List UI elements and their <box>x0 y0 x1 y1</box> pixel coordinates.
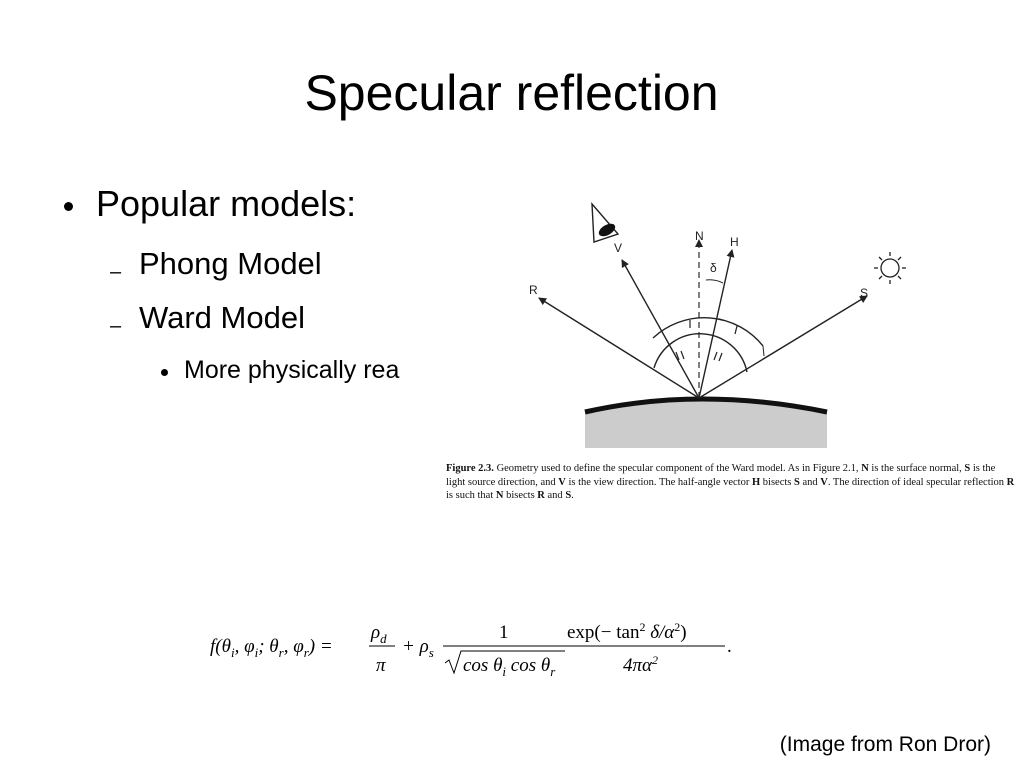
bullet-dot <box>64 202 73 211</box>
svg-text:exp(− tan2 δ/α2): exp(− tan2 δ/α2) <box>567 620 687 643</box>
label-r: R <box>529 283 538 297</box>
image-credit: (Image from Ron Dror) <box>779 733 991 756</box>
label-v: V <box>614 241 622 255</box>
ward-brdf-formula: f(θi, φi; θr, φr) = ρd π + ρs 1 cos θi c… <box>205 605 750 685</box>
svg-text:cos θi cos θr: cos θi cos θr <box>463 655 556 679</box>
svg-text:1: 1 <box>499 622 509 643</box>
label-h: H <box>730 235 739 249</box>
ward-model-figure: N H V R S δ Figure 2.3. Geometry used to… <box>432 190 1023 520</box>
sub-bullet-ward: Ward Model <box>139 300 305 335</box>
svg-text:π: π <box>376 655 386 676</box>
sub-bullet-phong: Phong Model <box>139 246 322 281</box>
reflection-diagram: N H V R S δ <box>529 202 906 448</box>
angle-arc-outer-right <box>762 345 765 357</box>
delta-arc <box>705 279 724 284</box>
bullet-dot <box>161 369 168 376</box>
sun-icon <box>874 252 906 284</box>
surface-shape <box>585 399 827 448</box>
dash-icon: – <box>110 315 122 337</box>
label-delta: δ <box>710 261 717 275</box>
eye-icon <box>591 202 620 243</box>
svg-text:.: . <box>727 636 732 657</box>
svg-text:ρd: ρd <box>370 622 387 646</box>
svg-text:4πα2: 4πα2 <box>623 653 658 676</box>
half-vector <box>698 249 735 399</box>
figure-caption: Figure 2.3. Geometry used to define the … <box>446 463 1015 501</box>
label-s: S <box>860 286 868 300</box>
label-n: N <box>695 229 704 243</box>
view-vector <box>621 259 700 399</box>
svg-text:+ ρs: + ρs <box>402 636 434 660</box>
angle-arc-inner <box>653 333 748 373</box>
source-vector <box>698 295 868 399</box>
dash-icon: – <box>110 261 122 283</box>
sub-sub-bullet: More physically rea <box>184 356 400 384</box>
surface-line <box>584 396 828 415</box>
angle-arc-outer <box>652 317 764 347</box>
reflection-vector <box>538 297 700 399</box>
svg-text:f(θi, φi; θr, φr) =: f(θi, φi; θr, φr) = <box>210 636 333 660</box>
slide-title: Specular reflection <box>304 65 719 121</box>
bullet-popular-models: Popular models: <box>96 183 357 224</box>
